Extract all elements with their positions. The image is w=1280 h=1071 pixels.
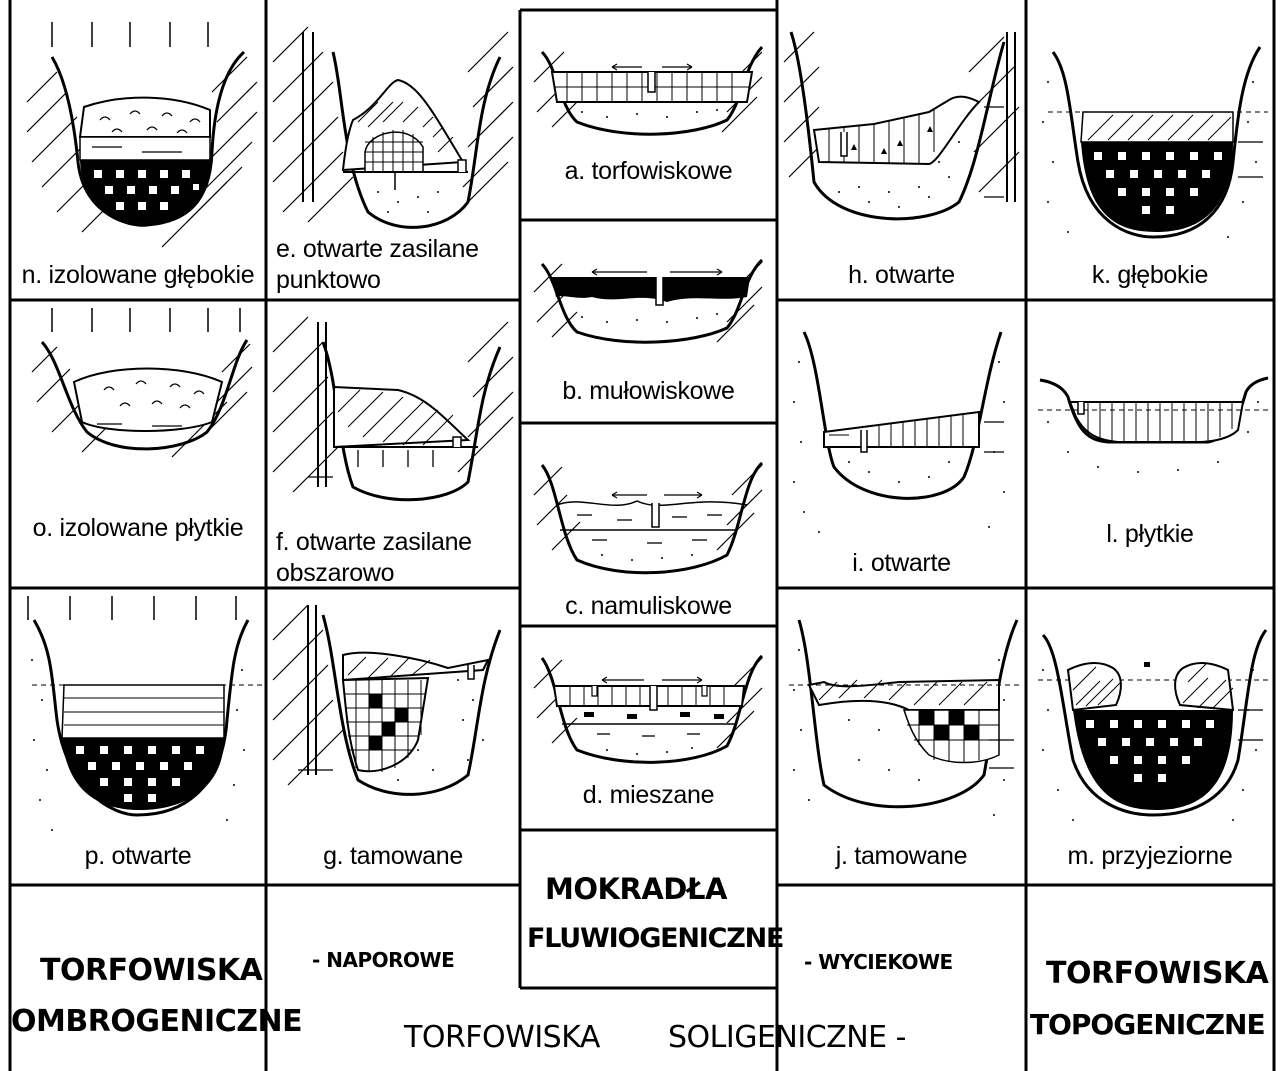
caption-k: k. głębokie <box>1028 262 1272 289</box>
caption-i: i. otwarte <box>779 550 1024 577</box>
cell-a-peatland: a. torfowiskowe <box>522 12 775 218</box>
caption-b: b. mułowiskowe <box>522 378 775 405</box>
ombrogenic-label-line2: OMBROGENICZNE <box>11 1004 302 1039</box>
cell-k-deep: k. głębokie <box>1028 12 1272 298</box>
cell-j-dammed: j. tamowane <box>779 590 1024 883</box>
cell-o-isolated-shallow: o. izolowane płytkie <box>12 302 264 586</box>
cell-e-open-point-fed: e. otwarte zasilane punktowo <box>268 12 518 298</box>
cell-p-open: p. otwarte <box>12 590 264 883</box>
cell-b-mud: b. mułowiskowe <box>522 222 775 421</box>
cell-d-mixed: d. mieszane <box>522 628 775 828</box>
fluviogenic-label-line1: MOKRADŁA <box>545 872 727 906</box>
topogenic-label-line2: TOPOGENICZNE <box>1030 1008 1265 1041</box>
soligenic-title-part2: SOLIGENICZNE - <box>668 1020 906 1055</box>
caption-o: o. izolowane płytkie <box>12 515 264 542</box>
basin-i-illustration <box>779 302 1024 586</box>
basin-o-illustration <box>12 302 264 586</box>
topogenic-label-line1: TORFOWISKA <box>1046 956 1268 991</box>
soligenic-seepage-label: - WYCIEKOWE <box>804 950 953 974</box>
cell-l-shallow: l. płytkie <box>1028 302 1272 586</box>
ombrogenic-label-line1: TORFOWISKA <box>40 953 262 988</box>
caption-c: c. namuliskowe <box>522 593 775 620</box>
caption-f-line2: obszarowo <box>276 560 394 587</box>
cell-g-dammed: g. tamowane <box>268 590 518 883</box>
caption-d: d. mieszane <box>522 782 775 809</box>
cell-n-isolated-deep: n. izolowane głębokie <box>12 12 264 298</box>
caption-f-line1: f. otwarte zasilane <box>276 529 472 556</box>
caption-n: n. izolowane głębokie <box>12 262 264 289</box>
basin-j-illustration <box>779 590 1024 883</box>
cell-c-alluvial: c. namuliskowe <box>522 425 775 624</box>
basin-a-illustration <box>522 12 775 218</box>
cell-h-open: h. otwarte <box>779 12 1024 298</box>
soligenic-pressure-label: - NAPOROWE <box>312 948 454 972</box>
caption-a: a. torfowiskowe <box>522 158 775 185</box>
cell-m-lakeside: m. przyjeziorne <box>1028 590 1272 883</box>
caption-j: j. tamowane <box>779 843 1024 870</box>
caption-e-line2: punktowo <box>276 267 381 294</box>
soligenic-title-part1: TORFOWISKA <box>404 1020 600 1055</box>
basin-n-illustration <box>12 12 264 298</box>
basin-k-illustration <box>1028 12 1272 298</box>
basin-h-illustration <box>779 12 1024 298</box>
caption-h: h. otwarte <box>779 262 1024 289</box>
caption-p: p. otwarte <box>12 843 264 870</box>
caption-l: l. płytkie <box>1028 521 1272 548</box>
cell-f-open-area-fed: f. otwarte zasilane obszarowo <box>268 302 518 586</box>
basin-g-illustration <box>268 590 518 883</box>
caption-m: m. przyjeziorne <box>1028 843 1272 870</box>
caption-g: g. tamowane <box>268 843 518 870</box>
basin-p-illustration <box>12 590 264 883</box>
caption-e-line1: e. otwarte zasilane <box>276 236 479 263</box>
basin-m-illustration <box>1028 590 1272 883</box>
cell-i-open: i. otwarte <box>779 302 1024 586</box>
fluviogenic-label-line2: FLUWIOGENICZNE <box>527 923 783 954</box>
